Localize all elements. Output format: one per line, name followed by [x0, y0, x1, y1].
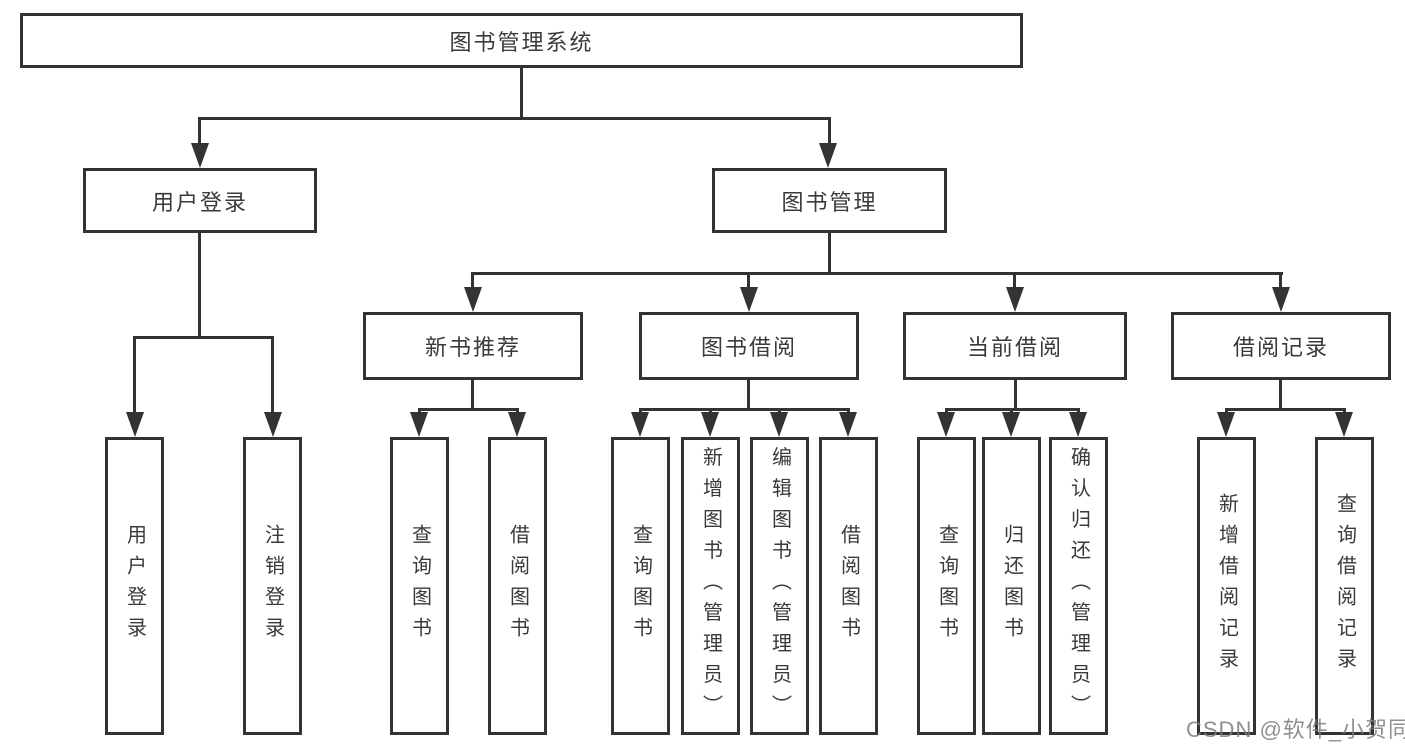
connector-split [1225, 408, 1346, 411]
node-borrow-record: 借阅记录 [1171, 312, 1391, 380]
leaf-edit-book-admin: 编辑图书（管理员） [750, 437, 809, 735]
node-current-borrow-label: 当前借阅 [966, 335, 1063, 360]
leaf-logout-label: 注销登录 [261, 524, 284, 648]
arrow-down-icon [264, 412, 282, 437]
connector-stem [1010, 408, 1013, 415]
connector-stem [747, 272, 750, 289]
arrow-down-icon [740, 287, 758, 312]
leaf-add-borrow-record-label: 新增借阅记录 [1215, 493, 1238, 679]
arrow-down-icon [1217, 412, 1235, 437]
leaf-query-book-borrow: 查询图书 [611, 437, 670, 735]
connector-stem-book-management [828, 117, 831, 145]
arrow-down-icon [126, 412, 144, 437]
node-book-borrow-label: 图书借阅 [700, 335, 797, 360]
connector-book-management-trunk [828, 233, 831, 275]
leaf-query-book-borrow-label: 查询图书 [629, 524, 652, 648]
leaf-return-book: 归还图书 [982, 437, 1041, 735]
leaf-borrow-book-recommend: 借阅图书 [488, 437, 547, 735]
leaf-user-login: 用户登录 [105, 437, 164, 735]
connector-trunk [747, 380, 750, 410]
arrow-down-icon [839, 412, 857, 437]
node-book-management: 图书管理 [712, 168, 947, 233]
connector-trunk [1279, 380, 1282, 410]
leaf-confirm-return-admin-label: 确认归还（管理员） [1067, 446, 1090, 726]
leaf-query-borrow-record: 查询借阅记录 [1315, 437, 1374, 735]
leaf-borrow-book: 借阅图书 [819, 437, 878, 735]
connector-stem [1279, 272, 1282, 289]
connector-book-management-split [471, 272, 1283, 275]
node-root-label: 图书管理系统 [449, 29, 594, 55]
node-new-book-recommend: 新书推荐 [363, 312, 583, 380]
connector-trunk [1014, 380, 1017, 410]
connector-stem [418, 408, 421, 415]
arrow-down-icon [1006, 287, 1024, 312]
leaf-add-book-admin-label: 新增图书（管理员） [699, 446, 722, 726]
connector-stem [945, 408, 948, 415]
arrow-down-icon [1002, 412, 1020, 437]
leaf-query-book-recommend-label: 查询图书 [408, 524, 431, 648]
connector-stem [847, 408, 850, 415]
connector-user-login-trunk [198, 233, 201, 338]
leaf-query-book-recommend: 查询图书 [390, 437, 449, 735]
leaf-borrow-book-label: 借阅图书 [837, 524, 860, 648]
node-user-login: 用户登录 [83, 168, 317, 233]
arrow-down-icon [464, 287, 482, 312]
node-book-borrow: 图书借阅 [639, 312, 859, 380]
arrow-down-icon [770, 412, 788, 437]
node-current-borrow: 当前借阅 [903, 312, 1127, 380]
arrow-down-icon [819, 143, 837, 168]
connector-split [639, 408, 850, 411]
arrow-down-icon [701, 412, 719, 437]
leaf-edit-book-admin-label: 编辑图书（管理员） [768, 446, 791, 726]
leaf-return-book-label: 归还图书 [1000, 524, 1023, 648]
arrow-down-icon [1069, 412, 1087, 437]
connector-root-trunk [520, 68, 523, 120]
connector-trunk [471, 380, 474, 410]
connector-stem [133, 336, 136, 414]
arrow-down-icon [191, 143, 209, 168]
connector-stem-user-login [198, 117, 201, 145]
watermark: CSDN @软件_小贺同学 [1186, 717, 1405, 742]
connector-stem [1343, 408, 1346, 415]
arrow-down-icon [410, 412, 428, 437]
arrow-down-icon [631, 412, 649, 437]
leaf-logout: 注销登录 [243, 437, 302, 735]
connector-stem [639, 408, 642, 415]
connector-stem [271, 336, 274, 414]
node-new-book-recommend-label: 新书推荐 [424, 335, 521, 360]
connector-user-login-split [133, 336, 274, 339]
leaf-confirm-return-admin: 确认归还（管理员） [1049, 437, 1108, 735]
arrow-down-icon [1335, 412, 1353, 437]
connector-stem [1013, 272, 1016, 289]
connector-stem [516, 408, 519, 415]
node-borrow-record-label: 借阅记录 [1232, 335, 1329, 360]
leaf-add-borrow-record: 新增借阅记录 [1197, 437, 1256, 735]
leaf-query-borrow-record-label: 查询借阅记录 [1333, 493, 1356, 679]
connector-stem [471, 272, 474, 289]
leaf-user-login-label: 用户登录 [123, 524, 146, 648]
node-root: 图书管理系统 [20, 13, 1023, 68]
connector-stem [1077, 408, 1080, 415]
leaf-query-book-current: 查询图书 [917, 437, 976, 735]
arrow-down-icon [1272, 287, 1290, 312]
leaf-add-book-admin: 新增图书（管理员） [681, 437, 740, 735]
connector-stem [1225, 408, 1228, 415]
node-user-login-label: 用户登录 [151, 189, 248, 215]
connector-stem [778, 408, 781, 415]
leaf-query-book-current-label: 查询图书 [935, 524, 958, 648]
connector-stem [709, 408, 712, 415]
connector-split [418, 408, 519, 411]
connector-root-split [198, 117, 831, 120]
leaf-borrow-book-recommend-label: 借阅图书 [506, 524, 529, 648]
arrow-down-icon [508, 412, 526, 437]
node-book-management-label: 图书管理 [781, 189, 878, 215]
arrow-down-icon [937, 412, 955, 437]
